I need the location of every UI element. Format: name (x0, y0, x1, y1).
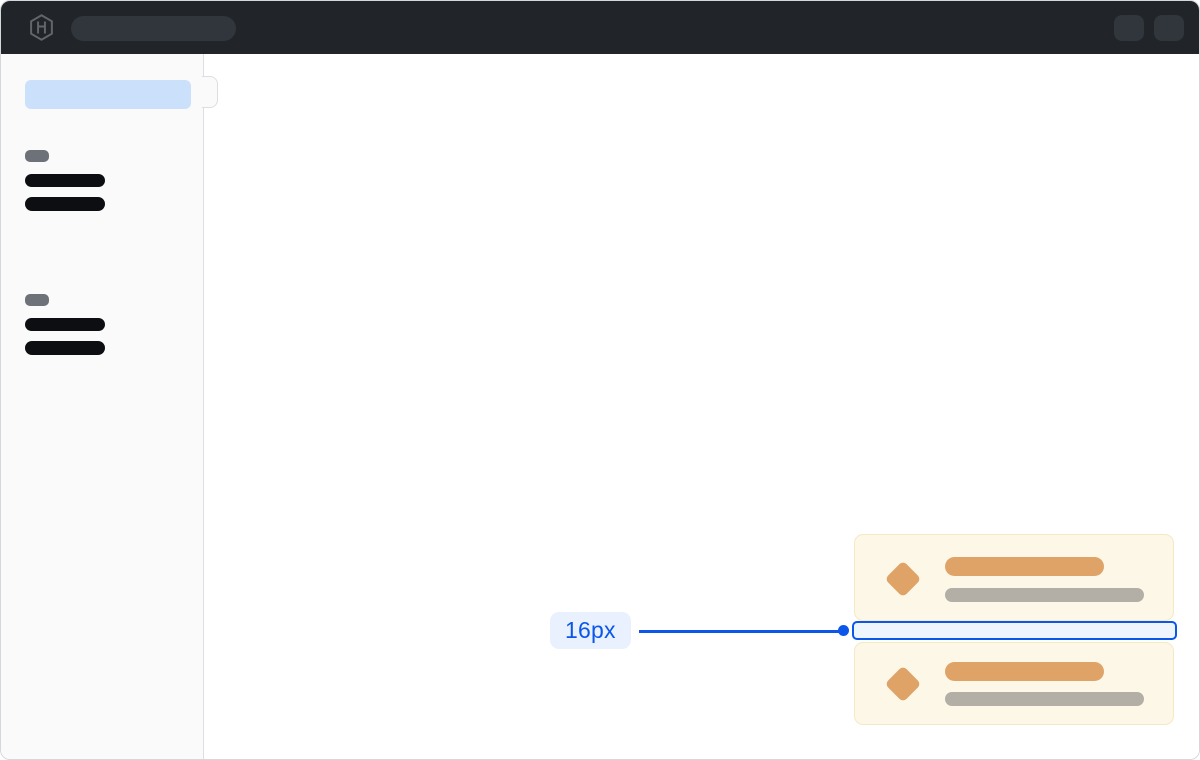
sidebar-group-title-skeleton (25, 150, 49, 162)
card-subtitle-skeleton (945, 692, 1144, 706)
card-title-skeleton (945, 662, 1104, 681)
main-content (204, 54, 1199, 759)
topbar-action-skeleton[interactable] (1114, 15, 1144, 41)
global-search-skeleton[interactable] (71, 16, 236, 41)
spacing-measurement-label: 16px (550, 612, 631, 649)
diamond-icon (884, 665, 922, 703)
spacing-gap-highlight (852, 621, 1177, 640)
sidebar-item-skeleton[interactable] (25, 341, 105, 355)
card[interactable] (854, 642, 1174, 725)
sidebar (1, 54, 204, 759)
card[interactable] (854, 534, 1174, 621)
topbar-action-skeleton[interactable] (1154, 15, 1184, 41)
sidebar-item-skeleton[interactable] (25, 197, 105, 211)
sidebar-group-title-skeleton (25, 294, 49, 306)
sidebar-item-skeleton[interactable] (25, 174, 105, 187)
card-title-skeleton (945, 557, 1104, 576)
card-subtitle-skeleton (945, 588, 1144, 602)
sidebar-active-item-skeleton[interactable] (25, 80, 191, 109)
hashicorp-logo-icon (29, 14, 54, 41)
sidebar-active-item-notch (202, 76, 218, 108)
topbar (1, 1, 1199, 54)
measurement-dot (838, 625, 849, 636)
sidebar-item-skeleton[interactable] (25, 318, 105, 331)
diamond-icon (884, 560, 922, 598)
measurement-line (639, 630, 840, 633)
